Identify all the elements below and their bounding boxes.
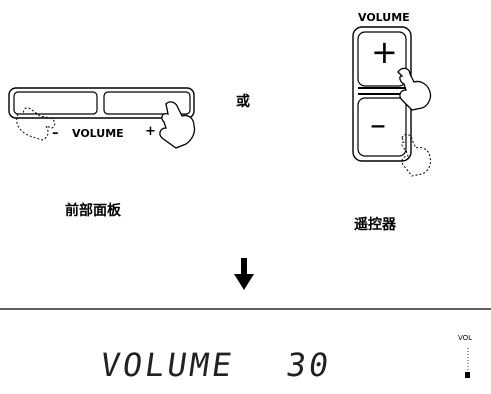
front-volume-label: VOLUME — [72, 127, 124, 140]
display-text: VOLUME — [98, 346, 237, 384]
front-plus-label: + — [145, 124, 156, 139]
remote-plus-label: + — [371, 33, 398, 71]
dashed-hand-icon — [16, 107, 56, 141]
or-text: 或 — [236, 94, 250, 110]
remote-volume-label: VOLUME — [358, 11, 410, 24]
front-panel — [8, 87, 196, 149]
front-minus-label: – — [52, 126, 59, 141]
down-arrow-icon — [234, 258, 254, 290]
remote-minus-label: – — [370, 105, 386, 143]
pressing-hand-icon — [159, 101, 196, 149]
display-value: 30 — [284, 346, 334, 384]
remote-caption: 遥控器 — [354, 217, 396, 233]
vol-level-meter — [465, 348, 470, 378]
dashed-hand-icon — [401, 133, 431, 177]
front-panel-caption: 前部面板 — [65, 203, 121, 219]
pressing-hand-icon — [397, 67, 432, 111]
vol-indicator-label: VOL — [458, 334, 473, 342]
remote-control — [352, 26, 432, 177]
remote-volume-up-button[interactable] — [357, 31, 407, 87]
remote-volume-down-button[interactable] — [357, 97, 407, 157]
front-volume-down-button[interactable] — [13, 91, 98, 115]
